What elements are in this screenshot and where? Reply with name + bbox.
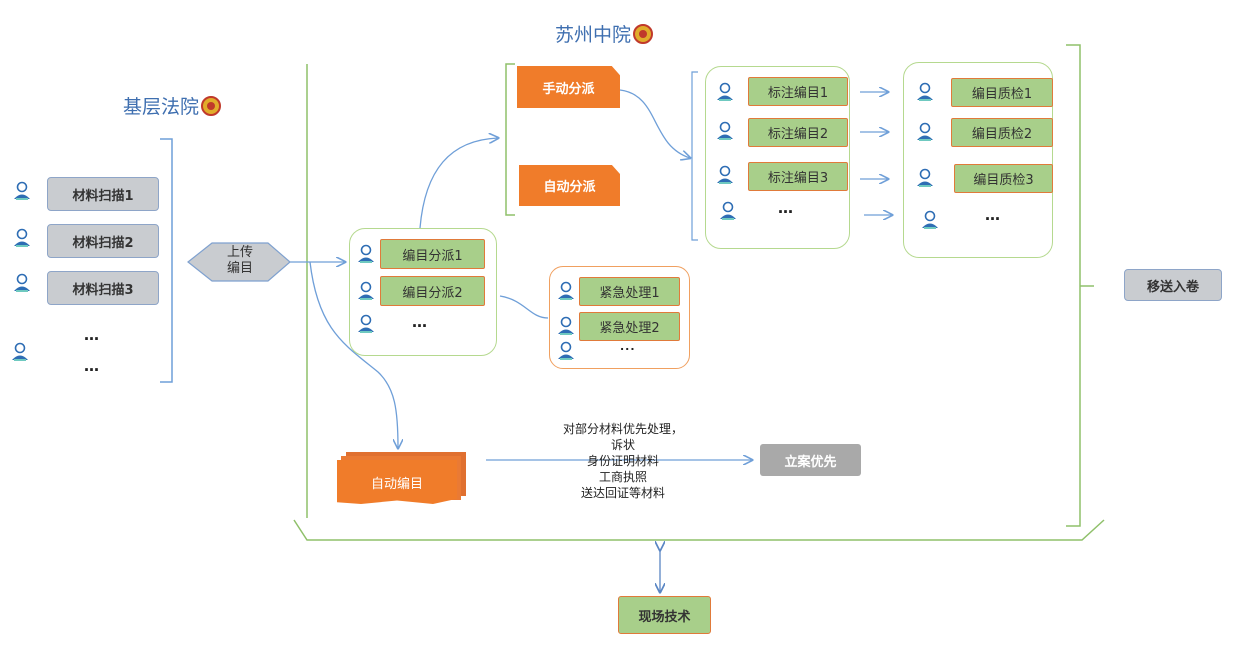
auto-catalog-tag: 自动编目 <box>337 460 457 504</box>
qc-box-2: 编目质检2 <box>951 118 1053 147</box>
user-icon <box>13 273 31 292</box>
assign-box-2: 编目分派2 <box>380 276 485 306</box>
scan-ellipsis-2: … <box>84 357 100 375</box>
qc-box-3: 编目质检3 <box>954 164 1053 193</box>
priority-note-line: 对部分材料优先处理， <box>562 422 683 436</box>
user-icon <box>557 316 575 335</box>
court-emblem-icon <box>633 24 654 44</box>
label-text: 标注编目3 <box>767 171 829 186</box>
urgent-box-2: 紧急处理2 <box>579 312 680 341</box>
upload-label-line: 编目 <box>226 261 253 276</box>
upload-label-line: 上传 <box>226 245 253 260</box>
qc-label: 编目质检2 <box>971 127 1033 142</box>
urgent-label: 紧急处理2 <box>599 321 660 336</box>
label-bracket <box>691 71 698 241</box>
user-icon <box>357 281 375 300</box>
transfer-label: 移送入卷 <box>1146 279 1199 295</box>
case-priority-label: 立案优先 <box>784 454 837 470</box>
priority-note-line: 工商执照 <box>598 470 647 484</box>
manual-assign-tag: 手动分派 <box>517 66 620 108</box>
auto-assign-tag: 自动分派 <box>519 165 620 206</box>
user-icon <box>719 201 737 220</box>
qc-label: 编目质检1 <box>971 87 1033 102</box>
urgent-label: 紧急处理1 <box>599 286 660 301</box>
label-ellipsis: … <box>778 199 794 217</box>
user-icon <box>916 168 934 187</box>
central-frame-bottom <box>293 519 1105 541</box>
urgent-box-1: 紧急处理1 <box>579 277 680 306</box>
user-icon <box>916 122 934 141</box>
onsite-tech-label: 现场技术 <box>638 609 691 625</box>
priority-note-line: 送达回证等材料 <box>580 486 665 500</box>
upload-label: 上传 编目 <box>212 245 268 279</box>
transfer-box: 移送入卷 <box>1124 269 1222 301</box>
scan-label: 材料扫描1 <box>72 188 134 204</box>
scan-ellipsis-1: … <box>84 326 100 344</box>
label-box-3: 标注编目3 <box>748 162 848 191</box>
auto-assign-label: 自动分派 <box>543 180 596 195</box>
manual-assign-label: 手动分派 <box>542 81 595 97</box>
user-icon <box>916 82 934 101</box>
qc-box-1: 编目质检1 <box>951 78 1053 107</box>
user-icon <box>557 281 575 300</box>
user-icon <box>716 165 734 184</box>
base-court-title: 基层法院 <box>123 92 222 119</box>
assign-bracket <box>505 63 515 216</box>
user-icon <box>357 314 375 333</box>
transfer-bracket <box>1066 44 1081 527</box>
central-court-label: 苏州中院 <box>555 24 632 46</box>
label-box-2: 标注编目2 <box>748 118 848 147</box>
user-icon <box>716 121 734 140</box>
user-icon <box>13 228 31 247</box>
priority-note-line: 身份证明材料 <box>586 454 659 468</box>
label-box-1: 标注编目1 <box>748 77 848 106</box>
user-icon <box>921 210 939 229</box>
user-icon <box>13 181 31 200</box>
user-icon <box>357 244 375 263</box>
user-icon <box>557 341 575 360</box>
scan-label: 材料扫描2 <box>72 235 134 251</box>
qc-label: 编目质检3 <box>973 173 1034 188</box>
priority-note: 对部分材料优先处理， 诉状 身份证明材料 工商执照 送达回证等材料 <box>548 421 698 501</box>
scan-box-3: 材料扫描3 <box>47 271 159 305</box>
base-court-label: 基层法院 <box>123 96 200 118</box>
scan-box-1: 材料扫描1 <box>47 177 159 211</box>
auto-catalog-label: 自动编目 <box>370 476 423 492</box>
central-court-title: 苏州中院 <box>555 20 654 47</box>
case-priority-box: 立案优先 <box>760 444 861 476</box>
assign-ellipsis: … <box>412 313 428 331</box>
label-text: 标注编目2 <box>767 127 829 142</box>
label-text: 标注编目1 <box>767 86 829 101</box>
assign-label: 编目分派1 <box>402 248 463 264</box>
priority-note-line: 诉状 <box>610 438 635 452</box>
user-icon <box>716 82 734 101</box>
urgent-ellipsis: ... <box>620 340 636 353</box>
onsite-tech-box: 现场技术 <box>618 596 711 634</box>
user-icon <box>11 342 29 361</box>
assign-label: 编目分派2 <box>402 285 463 301</box>
court-emblem-icon <box>201 96 222 116</box>
scanner-bracket <box>160 138 173 383</box>
upload-hexagon <box>187 242 291 282</box>
qc-ellipsis: … <box>985 206 1001 224</box>
assign-box-1: 编目分派1 <box>380 239 485 269</box>
scan-label: 材料扫描3 <box>72 282 134 298</box>
scan-box-2: 材料扫描2 <box>47 224 159 258</box>
